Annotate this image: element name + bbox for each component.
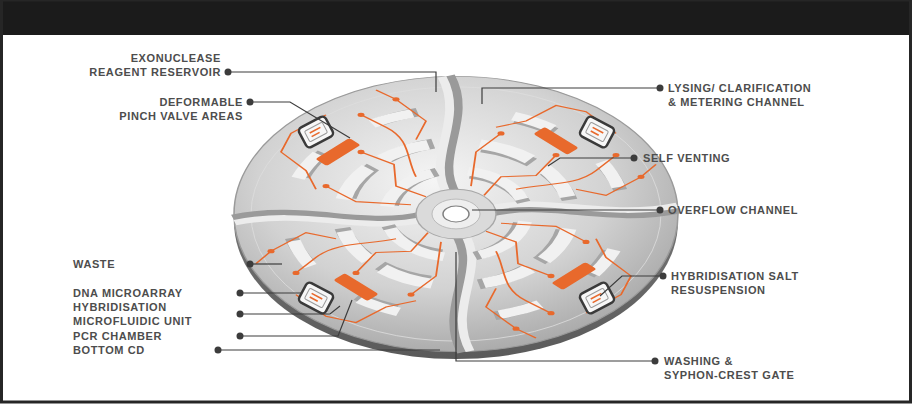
disc-quadrant — [233, 214, 444, 323]
leader-dot — [631, 155, 638, 162]
callout-label: WASHING & SYPHON-CREST GATE — [664, 354, 794, 382]
callout-label: HYBRIDISATION MICROFLUIDIC UNIT — [73, 300, 192, 328]
leader-dot — [247, 261, 254, 268]
leader-dot — [657, 85, 664, 92]
callout-label: PCR CHAMBER — [73, 329, 162, 343]
leader-dot — [225, 69, 232, 76]
leader-dot — [237, 290, 244, 297]
leader-line — [240, 292, 302, 293]
leader-dot — [660, 273, 667, 280]
leader-line — [600, 276, 663, 296]
hub-ring — [416, 189, 496, 239]
chip — [298, 281, 335, 315]
leader-line — [482, 88, 660, 104]
disc-quadrant — [281, 76, 457, 207]
leader-line — [250, 102, 350, 138]
leader-line — [228, 72, 436, 92]
leader-line — [548, 158, 634, 166]
leader-dot — [657, 207, 664, 214]
hub — [432, 199, 480, 229]
leader-line — [218, 349, 440, 350]
disc-quadrant — [455, 222, 631, 353]
leader-line — [250, 263, 282, 264]
callout-label: WASTE — [73, 257, 115, 271]
callout-label: DNA MICROARRAY — [73, 286, 183, 300]
leader-line — [472, 209, 660, 210]
callout-label: OVERFLOW CHANNEL — [668, 203, 798, 217]
center-hole — [443, 206, 469, 222]
callout-label: EXONUCLEASE REAGENT RESERVOIR — [89, 51, 221, 79]
callout-label: SELF VENTING — [643, 151, 730, 165]
header-bar — [0, 0, 912, 35]
leader-dot — [215, 347, 222, 354]
callout-label: LYSING/ CLARIFICATION & METERING CHANNEL — [668, 81, 811, 109]
leader-line — [240, 306, 340, 314]
leader-line — [240, 300, 352, 336]
callout-label: DEFORMABLE PINCH VALVE AREAS — [119, 95, 243, 123]
leader-dot — [652, 358, 659, 365]
callout-label: BOTTOM CD — [73, 343, 145, 357]
chip — [298, 115, 335, 149]
leader-dot — [237, 311, 244, 318]
callout-label: HYBRIDISATION SALT RESUSPENSION — [671, 269, 799, 297]
chip — [579, 115, 616, 149]
leader-line — [456, 252, 655, 361]
leader-dot — [237, 333, 244, 340]
leader-dot — [247, 99, 254, 106]
